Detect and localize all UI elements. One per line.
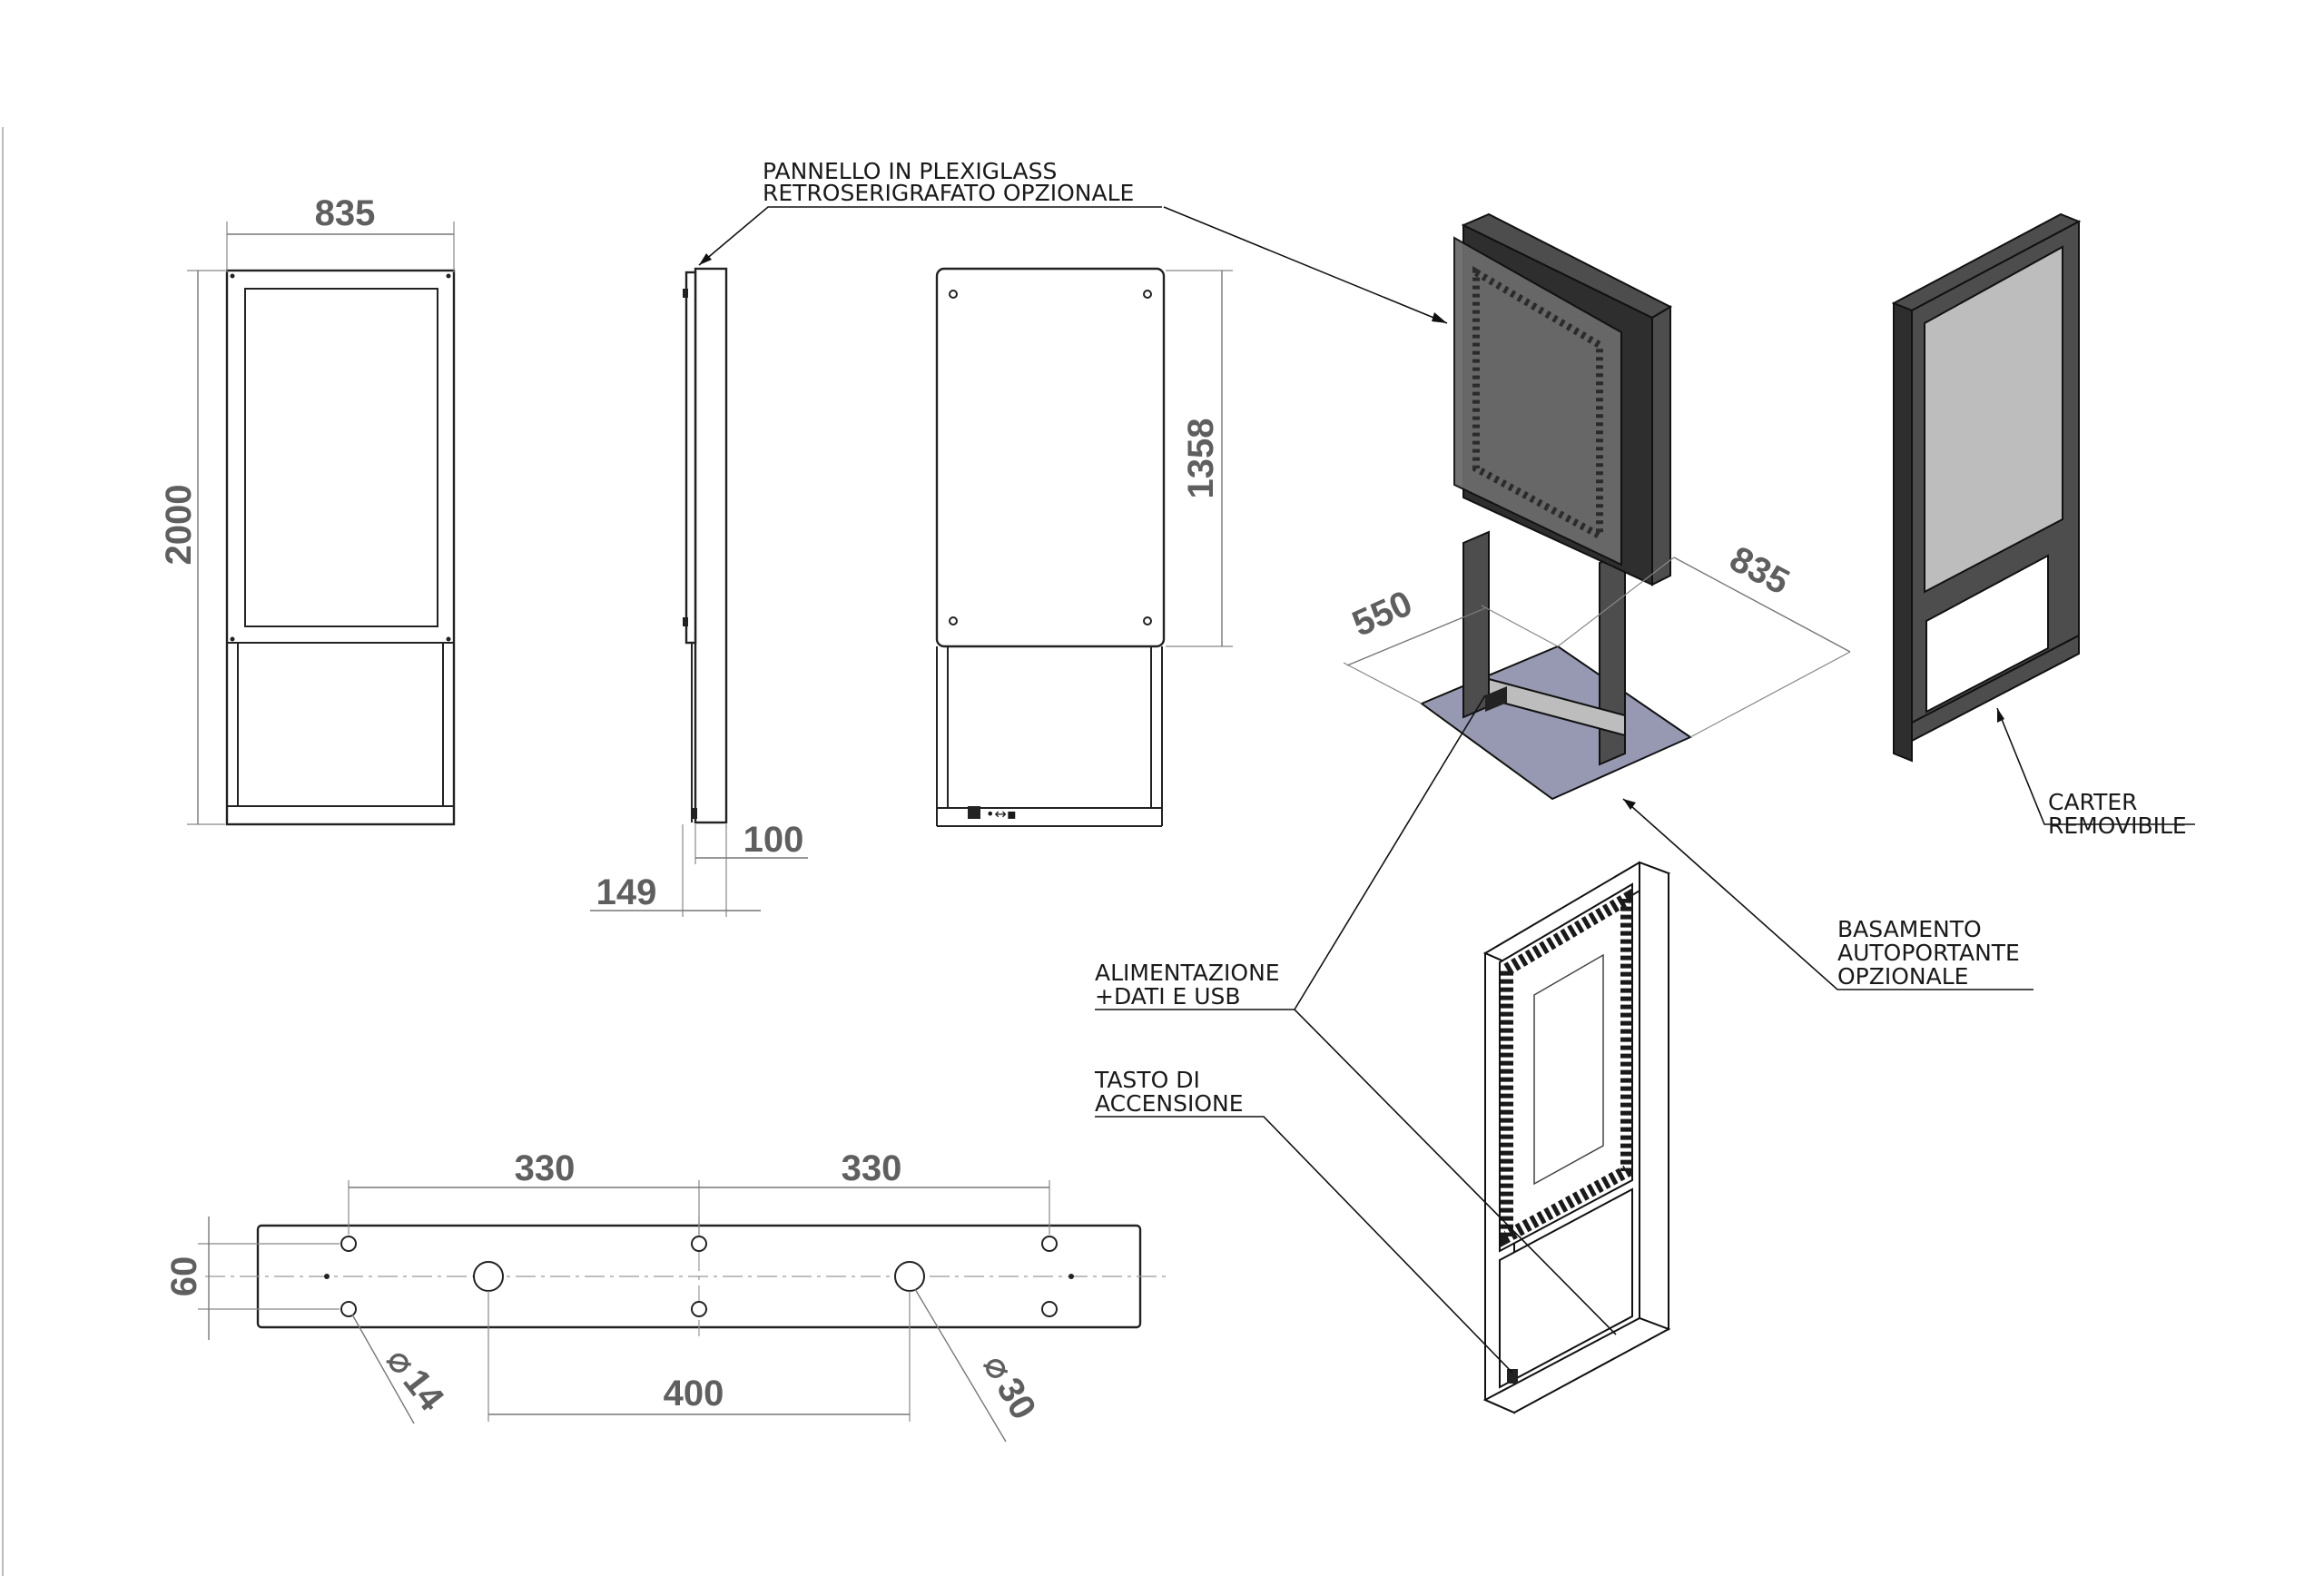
iso-rear-view: [1482, 861, 1671, 1414]
plexiglass-leader-left: [698, 206, 1162, 266]
bracket-spacing-right-label: 330: [842, 1148, 902, 1188]
bracket-large-hole-right: [894, 1261, 925, 1292]
side-total-depth-label: 149: [596, 872, 657, 912]
power-note-line1: ALIMENTAZIONE: [1095, 960, 1280, 986]
bracket-large-hole-left: [473, 1261, 504, 1292]
base-width-label: 835: [1723, 538, 1796, 602]
annotations: PANNELLO IN PLEXIGLASS RETROSERIGRAFATO …: [763, 158, 2187, 1374]
front-view: 835 2000: [159, 193, 456, 826]
power-button-icon: [968, 806, 980, 819]
carter-leader: [1996, 707, 2195, 825]
bracket-spacing-left-label: 330: [515, 1148, 576, 1188]
base-plate: [1419, 645, 1693, 801]
connector-symbol: •↔▪: [986, 805, 1017, 822]
carter-note-line2: REMOVIBILE: [2048, 813, 2187, 839]
mounting-bracket-view: 330 330 60 400 ⌀ 14 ⌀ 30: [164, 1148, 1171, 1443]
iso-view-with-base: 550 835: [1163, 206, 2034, 990]
back-panel-height-label: 1358: [1181, 419, 1221, 499]
front-width-label: 835: [315, 193, 376, 233]
plexiglass-note-line1: PANNELLO IN PLEXIGLASS: [763, 158, 1057, 184]
base-depth-label: 550: [1346, 583, 1418, 644]
plexiglass-note-line2: RETROSERIGRAFATO OPZIONALE: [763, 180, 1134, 206]
front-screen: [244, 288, 438, 627]
side-plexiglass-panel: [684, 271, 697, 645]
base-note-line2: AUTOPORTANTE: [1837, 940, 2020, 966]
iso-view-carter: [1891, 212, 2195, 825]
button-note-line1: TASTO DI: [1094, 1067, 1200, 1093]
plexiglass-leader-iso: [1163, 206, 1448, 324]
base-leader: [1622, 798, 2034, 990]
bracket-height-label: 60: [164, 1256, 204, 1297]
side-body-depth-label: 100: [743, 820, 804, 860]
button-leader: [1095, 1116, 1513, 1374]
side-view: 100 149: [590, 206, 1162, 917]
front-height-label: 2000: [159, 485, 199, 566]
rear-vent-grid: [1501, 887, 1633, 1247]
button-note-line2: ACCENSIONE: [1095, 1090, 1244, 1117]
back-view: •↔▪ 1358: [935, 267, 1233, 827]
power-note-line2: +DATI E USB: [1095, 983, 1241, 1010]
carter-note-line1: CARTER: [2048, 789, 2138, 815]
base-note-line3: OPZIONALE: [1837, 963, 1968, 990]
back-panel: [935, 267, 1166, 648]
carter-screen: [1924, 245, 2063, 594]
power-leader-rear: [1294, 1009, 1617, 1335]
side-body: [694, 267, 728, 824]
base-note-line1: BASAMENTO: [1837, 916, 1982, 942]
rear-power-button-icon: [1507, 1369, 1518, 1384]
bracket-center-spacing-label: 400: [664, 1374, 724, 1413]
